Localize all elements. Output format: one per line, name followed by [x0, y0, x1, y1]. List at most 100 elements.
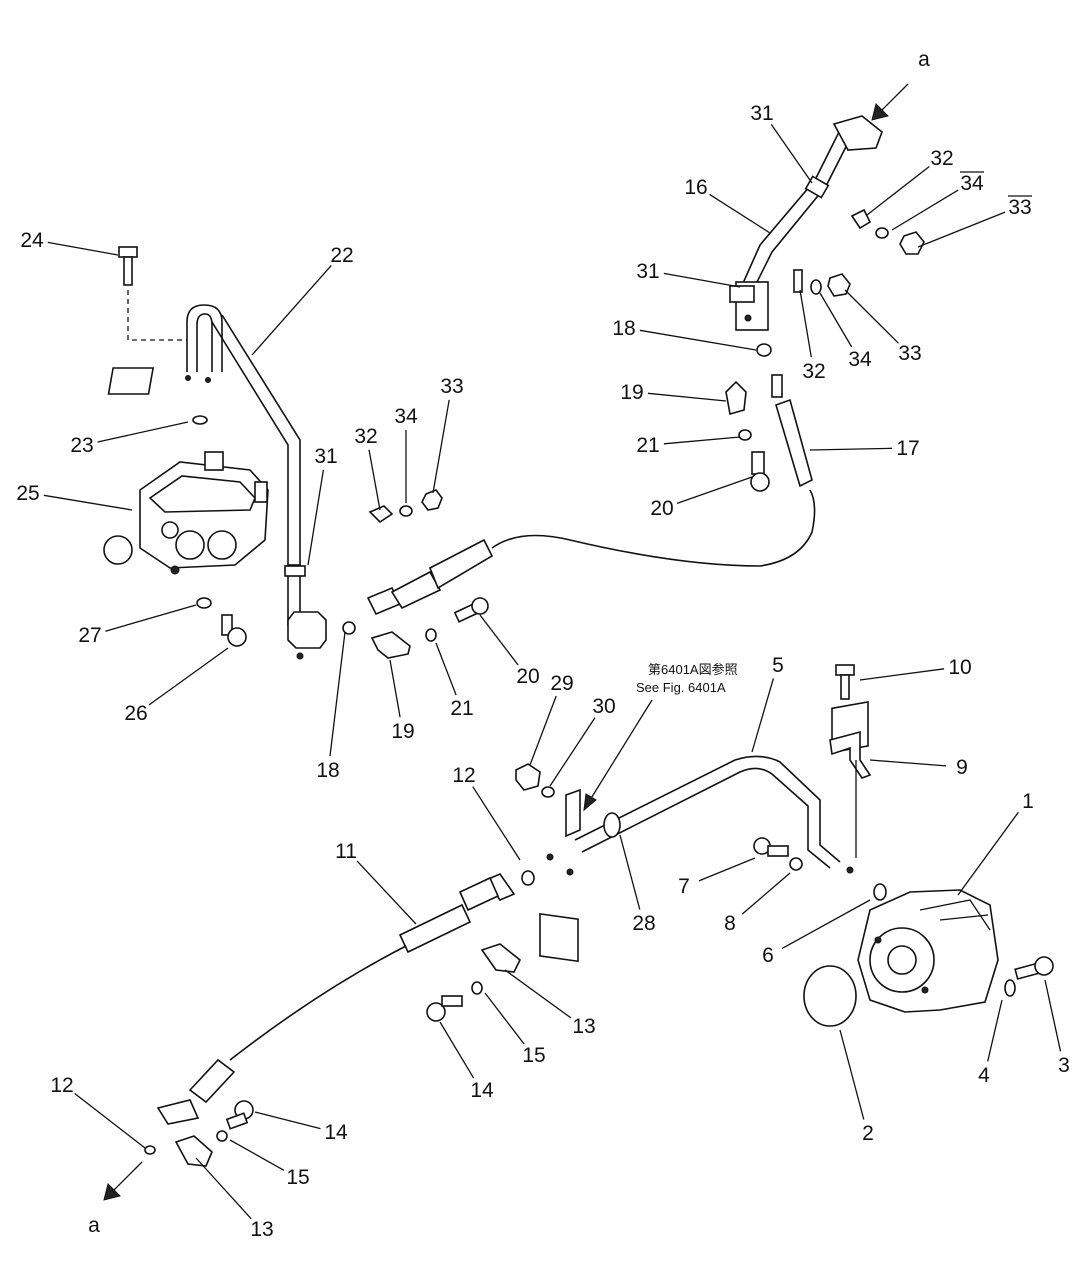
callout-c31b: 31	[750, 102, 773, 125]
leader-c17	[809, 447, 893, 451]
bolt-3	[1014, 956, 1054, 980]
callout-c15b: 15	[286, 1166, 309, 1189]
reference-note-english: See Fig. 6401A	[636, 680, 726, 695]
callout-c13a: 13	[572, 1015, 595, 1038]
bolt-7	[753, 837, 789, 857]
callout-c18b: 18	[612, 317, 635, 340]
washer-21-left	[425, 628, 437, 642]
reference-note: 第6401A図参照 See Fig. 6401A	[583, 662, 738, 812]
leader-c13a	[504, 969, 572, 1019]
callout-c12a: 12	[452, 764, 475, 787]
leader-c30	[549, 717, 596, 787]
clamp-19-right	[725, 380, 747, 416]
o-ring-23	[192, 415, 208, 425]
leader-c2	[839, 1029, 865, 1120]
callout-c33a: 33	[440, 375, 463, 398]
nut-33-left	[421, 489, 443, 511]
callout-c32b: 32	[930, 147, 953, 170]
callout-c18a: 18	[316, 759, 339, 782]
o-ring-18-left	[342, 621, 356, 635]
leader-c22	[251, 264, 332, 356]
washer-27	[196, 597, 212, 609]
callout-c3: 3	[1058, 1054, 1070, 1077]
leader-c10	[859, 668, 945, 681]
leader-c16	[709, 193, 771, 234]
leader-c29	[529, 695, 557, 766]
leader-c14b	[254, 1111, 321, 1130]
view-arrow-a-top	[871, 83, 909, 121]
washer-8	[789, 857, 803, 871]
callout-c26: 26	[124, 702, 147, 725]
pump-1	[857, 889, 999, 1013]
leader-c20b	[676, 476, 753, 505]
callout-c20b: 20	[650, 497, 673, 520]
hose-22	[107, 304, 327, 660]
callout-c33c: 33	[898, 342, 921, 365]
callout-c17: 17	[896, 437, 919, 460]
leader-c25	[43, 494, 133, 511]
callout-c2: 2	[862, 1122, 874, 1145]
callout-c5: 5	[772, 654, 784, 677]
callout-c34b: 34	[960, 172, 984, 195]
callout-c23: 23	[70, 434, 93, 457]
callout-c14a: 14	[470, 1079, 494, 1102]
leader-lines	[43, 124, 1062, 1220]
view-arrow-a-bottom	[103, 1161, 143, 1201]
washer-15-low	[216, 1130, 228, 1142]
callout-c9: 9	[956, 756, 968, 779]
callout-c24: 24	[20, 229, 44, 252]
callout-c8: 8	[724, 912, 736, 935]
bracket-9	[829, 730, 872, 858]
leader-c34b	[891, 189, 959, 231]
leader-c23	[97, 421, 189, 443]
clamp-13-low	[174, 1135, 213, 1167]
leader-c18a	[329, 631, 346, 757]
leader-c14a	[439, 1021, 475, 1079]
callout-c6: 6	[762, 944, 774, 967]
bolt-24	[118, 246, 187, 341]
callout-c31a: 31	[314, 445, 337, 468]
pipe-16	[729, 115, 883, 331]
callout-c4: 4	[978, 1064, 990, 1087]
leader-c28	[619, 834, 641, 910]
leader-c18b	[639, 329, 757, 351]
washer-34-right	[810, 227, 889, 295]
callout-c15a: 15	[522, 1044, 545, 1067]
leader-c6	[781, 899, 871, 949]
bracket-28	[565, 788, 581, 838]
leader-c11	[356, 860, 417, 925]
callout-c21b: 21	[636, 434, 659, 457]
clamp-19-left	[370, 631, 411, 659]
elbow-20-right	[750, 451, 770, 492]
leader-c19a	[389, 659, 401, 718]
leader-c21b	[663, 436, 741, 445]
leader-c19b	[647, 392, 727, 402]
callout-c30: 30	[592, 695, 615, 718]
callout-c22: 22	[330, 244, 353, 267]
leader-c15b	[229, 1139, 285, 1171]
leader-c13b	[195, 1157, 252, 1220]
hose-17	[366, 374, 816, 616]
control-valve-25	[103, 451, 269, 575]
reference-note-japanese: 第6401A図参照	[648, 662, 738, 677]
leader-c12a	[472, 786, 521, 861]
callout-c19a: 19	[391, 720, 414, 743]
clamp-32-right	[793, 208, 872, 293]
callout-c16: 16	[684, 176, 707, 199]
leader-c15a	[484, 992, 525, 1045]
view-markers: aa	[88, 48, 930, 1237]
washer-34-left	[399, 505, 413, 517]
callout-c14b: 14	[324, 1121, 348, 1144]
view-marker-a-top: a	[918, 48, 930, 71]
callout-c32a: 32	[354, 425, 377, 448]
elbow-14-mid	[426, 995, 463, 1022]
o-ring-18-right	[756, 343, 772, 357]
washer-30	[541, 786, 555, 798]
elbow-14-low	[225, 1100, 254, 1130]
callout-c27: 27	[78, 624, 101, 647]
leader-c20a	[479, 614, 519, 666]
pipe-5	[539, 701, 869, 963]
callout-c34a: 34	[394, 405, 418, 428]
